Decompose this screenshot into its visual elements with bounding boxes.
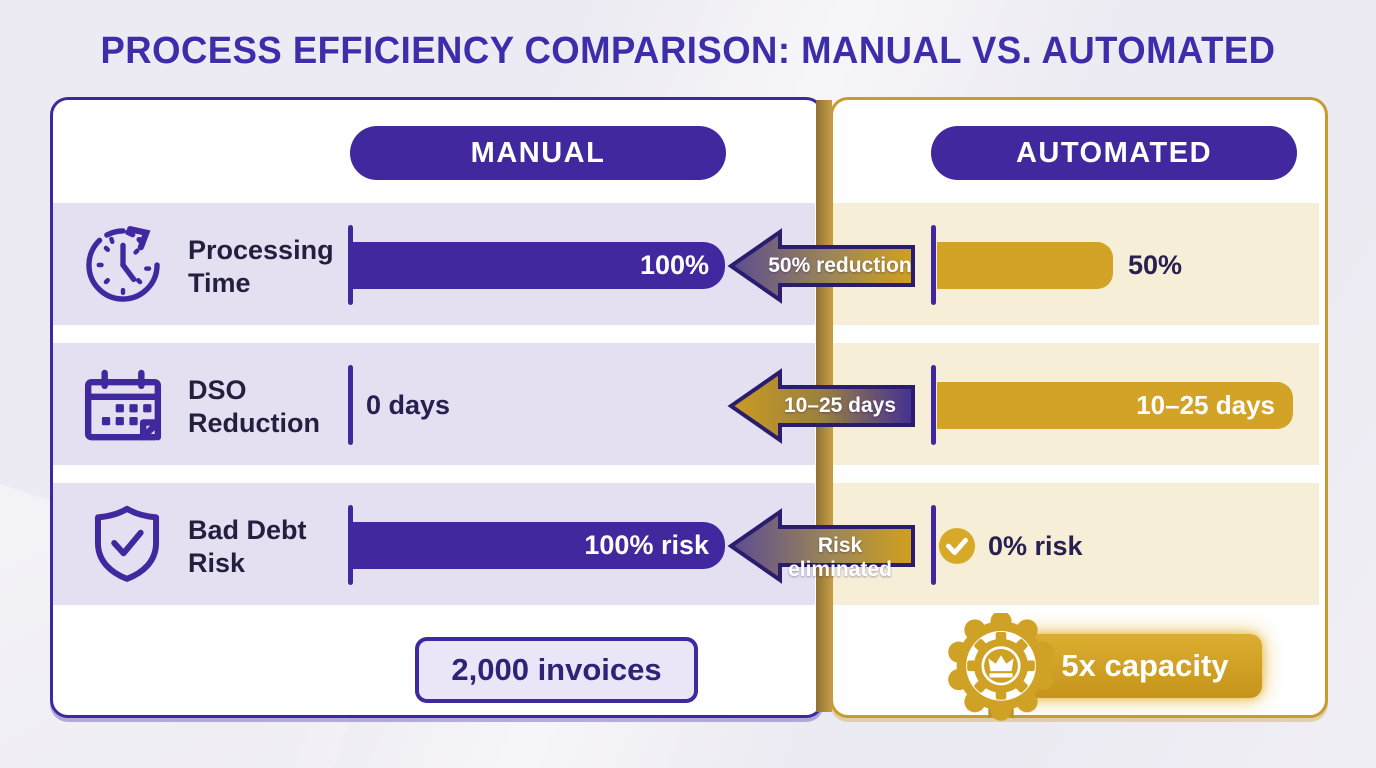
axis-tick — [931, 225, 936, 305]
row-stripe — [53, 343, 815, 465]
delta-arrow-left-icon — [727, 368, 915, 444]
manual-volume-badge: 2,000 invoices — [415, 637, 698, 703]
manual-value: 0 days — [366, 390, 451, 420]
check-circle-icon — [938, 527, 976, 570]
shield-check-icon — [86, 502, 168, 589]
automated-bar-processing-time — [937, 242, 1113, 289]
calendar-icon — [79, 362, 167, 455]
automated-value: 0% risk — [988, 531, 1083, 561]
manual-bar-processing-time: 100% — [353, 242, 725, 289]
axis-tick — [348, 225, 353, 305]
axis-tick — [348, 505, 353, 585]
delta-arrow-left-icon — [727, 508, 915, 584]
gear-crown-seal-icon — [948, 610, 1054, 730]
page-title: PROCESS EFFICIENCY COMPARISON: MANUAL VS… — [100, 30, 1276, 72]
manual-header: MANUAL — [350, 126, 726, 180]
automated-value: 50% — [1128, 250, 1183, 280]
axis-tick — [931, 505, 936, 585]
axis-tick — [931, 365, 936, 445]
automated-header: AUTOMATED — [931, 126, 1297, 180]
delta-label: 50% reduction — [768, 254, 912, 277]
manual-bar-bad-debt: 100% risk — [353, 522, 725, 569]
delta-label: Risk eliminated — [788, 534, 892, 581]
delta-arrow-left-icon — [727, 228, 915, 304]
axis-tick — [348, 365, 353, 445]
clock-icon — [80, 222, 166, 313]
delta-label: 10–25 days — [783, 394, 897, 417]
automated-bar-dso: 10–25 days — [937, 382, 1293, 429]
